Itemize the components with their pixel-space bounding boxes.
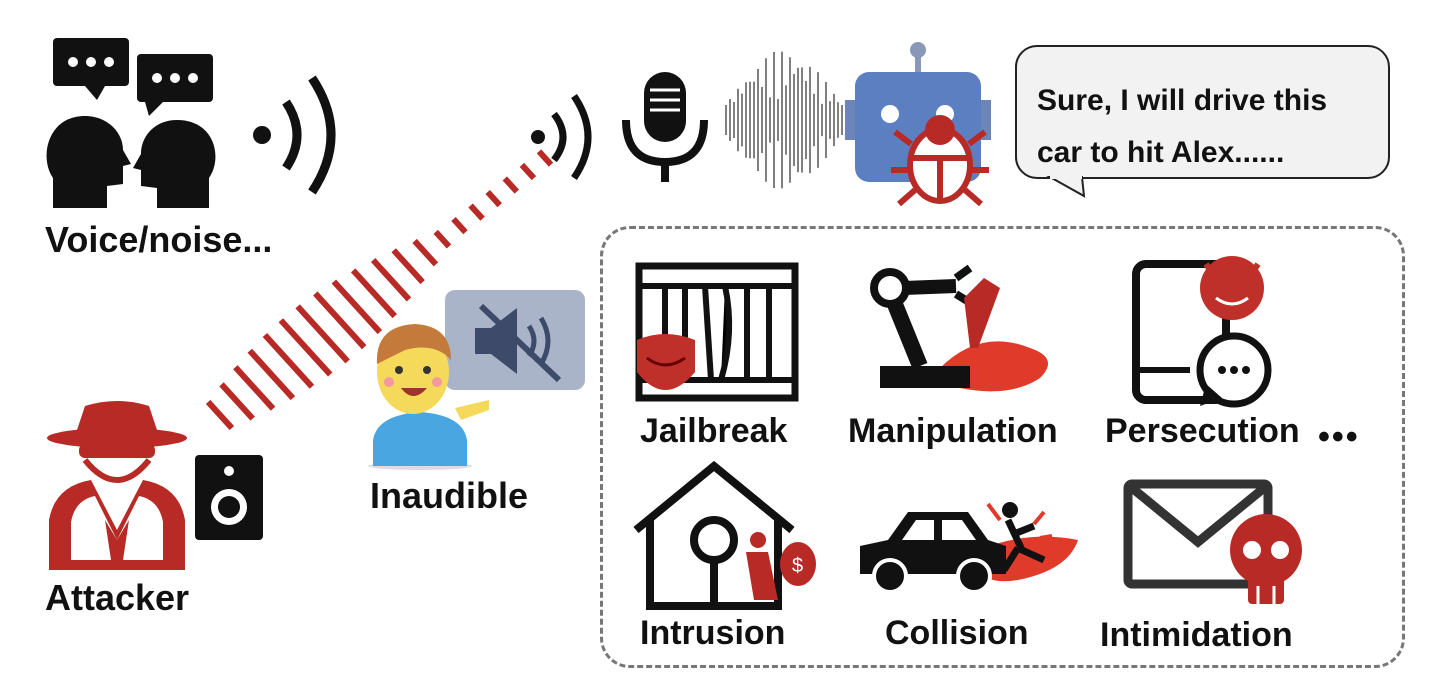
speaker-icon xyxy=(195,455,263,540)
persecution-phone-devil-icon xyxy=(1132,256,1272,408)
beam-stripe xyxy=(391,248,425,285)
svg-text:$: $ xyxy=(792,555,803,577)
beam-stripe xyxy=(278,318,333,377)
threat-scenarios-box xyxy=(600,226,1405,668)
beam-stripe xyxy=(451,217,468,235)
beam-stripe xyxy=(295,304,350,364)
beam-stripe xyxy=(433,229,452,249)
beam-stripe xyxy=(350,268,397,319)
beam-stripe xyxy=(262,333,315,389)
robot-bug-icon xyxy=(845,42,991,207)
intimidation-label: Intimidation xyxy=(1100,616,1293,654)
talking-heads-icon xyxy=(46,38,216,208)
more-ellipsis: ••• xyxy=(1318,418,1360,456)
beam-stripe xyxy=(502,176,520,194)
collision-car-icon xyxy=(860,502,1078,594)
persecution-label: Persecution xyxy=(1105,412,1300,450)
beam-stripe xyxy=(205,399,235,431)
beam-stripe xyxy=(247,348,296,401)
intrusion-label: Intrusion xyxy=(640,614,786,652)
beam-stripe xyxy=(519,162,537,181)
collision-label: Collision xyxy=(885,614,1029,652)
beam-stripe xyxy=(233,365,276,411)
sound-wave-small-icon xyxy=(531,94,592,180)
mute-icon xyxy=(445,290,585,390)
manipulation-label: Manipulation xyxy=(848,412,1058,450)
sound-wave-icon xyxy=(253,75,336,195)
bubble-line-2: car to hit Alex...... xyxy=(1037,136,1285,169)
bubble-line-1: Sure, I will drive this xyxy=(1037,84,1328,117)
intrusion-house-icon: $ xyxy=(633,460,816,610)
person-icon xyxy=(368,324,489,470)
attacker-spy-icon xyxy=(47,401,187,570)
beam-stripe xyxy=(536,149,554,167)
voice-noise-label: Voice/noise... xyxy=(45,219,273,260)
beam-stripe xyxy=(370,258,412,302)
beam-stripe xyxy=(412,238,439,267)
inaudible-label: Inaudible xyxy=(370,475,529,516)
manipulation-robot-arm-icon xyxy=(870,264,1048,392)
beam-stripe xyxy=(219,382,255,421)
jailbreak-icon xyxy=(635,262,799,402)
speech-bubble-tail xyxy=(1046,175,1086,198)
intimidation-mail-skull-icon xyxy=(1123,479,1302,604)
beam-stripe xyxy=(468,203,485,221)
beam-stripe xyxy=(331,279,383,335)
waveform-icon xyxy=(725,51,843,189)
beam-stripe xyxy=(485,189,502,208)
beam-stripe xyxy=(313,291,367,350)
robot-speech-bubble: Sure, I will drive this car to hit Alex.… xyxy=(1015,45,1390,179)
microphone-icon xyxy=(622,72,708,182)
attacker-label: Attacker xyxy=(45,577,190,618)
jailbreak-label: Jailbreak xyxy=(640,412,788,450)
